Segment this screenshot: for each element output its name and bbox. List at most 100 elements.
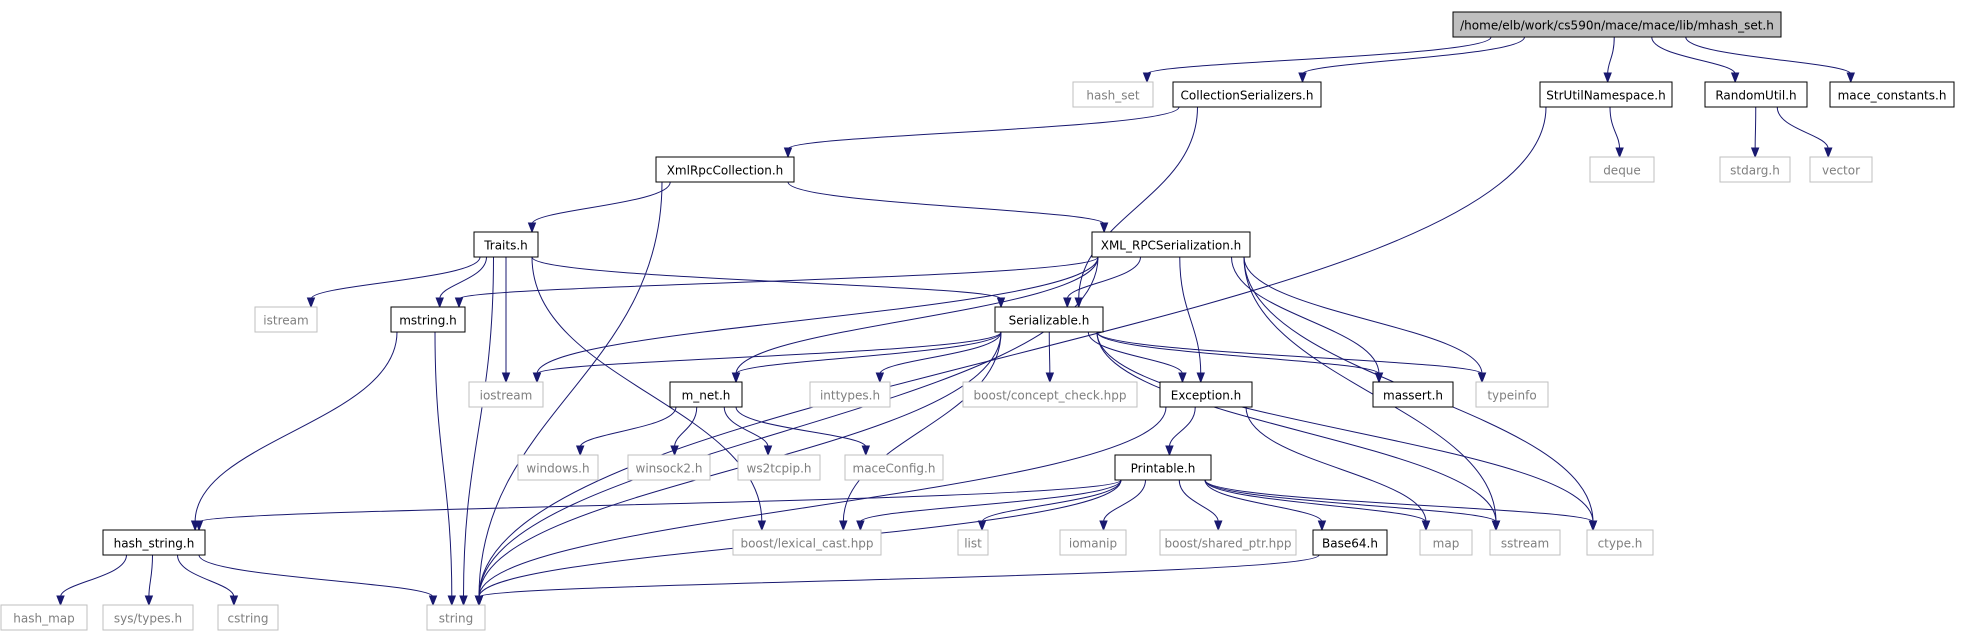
edge-Base64-to-string — [478, 554, 1320, 598]
node-lexical_cast: boost/lexical_cast.hpp — [732, 529, 882, 556]
node-string: string — [426, 604, 486, 631]
edge-arrowhead-hash_string-to-hash_map — [56, 595, 65, 607]
node-mstring[interactable]: mstring.h — [390, 306, 466, 333]
node-box-XmlRpcCollection — [655, 156, 795, 183]
node-box-sys_types — [102, 604, 194, 631]
edge-arrowhead-XmlRpcCollection-to-XML_RPCSerialization — [1099, 222, 1109, 234]
edge-arrowhead-mhash_set-to-mace_constants — [1846, 72, 1855, 84]
edge-RandomUtil-to-vector — [1776, 106, 1829, 150]
edge-m_net-to-windows — [579, 406, 677, 448]
node-box-string — [426, 604, 486, 631]
edge-arrowhead-XML_RPCSerialization-to-mstring — [454, 297, 464, 309]
edge-XML_RPCSerialization-to-m_net — [735, 256, 1099, 375]
node-box-vector — [1809, 156, 1873, 183]
edge-XmlRpcCollection-to-string — [478, 181, 663, 598]
node-box-shared_ptr — [1159, 529, 1297, 556]
node-massert[interactable]: massert.h — [1372, 381, 1454, 408]
node-label-cstring: cstring — [227, 612, 268, 626]
edge-Serializable-to-inttypes — [879, 331, 1002, 375]
node-label-mhash_set: /home/elb/work/cs590n/mace/mace/lib/mhas… — [1460, 19, 1774, 33]
node-mace_constants[interactable]: mace_constants.h — [1829, 81, 1955, 108]
edge-hash_string-to-string — [198, 554, 434, 598]
node-list: list — [957, 529, 989, 556]
node-RandomUtil[interactable]: RandomUtil.h — [1704, 81, 1808, 108]
node-Serializable[interactable]: Serializable.h — [994, 306, 1104, 333]
edge-arrowhead-Serializable-to-m_net — [731, 372, 741, 384]
edge-arrowhead-XML_RPCSerialization-to-Serializable — [1063, 297, 1072, 309]
edge-Serializable-to-ctype — [1096, 331, 1594, 523]
edge-Serializable-to-m_net — [735, 331, 1002, 375]
node-box-sstream — [1489, 529, 1561, 556]
node-Traits[interactable]: Traits.h — [473, 231, 539, 258]
edge-arrowhead-m_net-to-maceConfig — [861, 445, 871, 457]
edge-Traits-to-Serializable — [531, 256, 1002, 300]
edge-arrowhead-Printable-to-lexical_cast — [856, 520, 865, 532]
node-sstream: sstream — [1489, 529, 1561, 556]
edge-Printable-to-list — [981, 479, 1122, 523]
node-hash_map: hash_map — [0, 604, 88, 631]
edge-arrowhead-Serializable-to-massert — [1374, 372, 1384, 384]
edge-Serializable-to-lexical_cast — [842, 331, 1002, 523]
edge-XML_RPCSerialization-to-sstream — [1243, 256, 1497, 523]
edge-arrowhead-mhash_set-to-RandomUtil — [1730, 72, 1740, 84]
edge-arrowhead-m_net-to-winsock2 — [670, 445, 679, 457]
edge-mhash_set-to-hash_set — [1146, 36, 1492, 75]
node-ws2tcpip: ws2tcpip.h — [737, 454, 821, 481]
node-box-winsock2 — [627, 454, 711, 481]
edge-Serializable-to-iostream — [536, 331, 1002, 375]
edge-XML_RPCSerialization-to-iostream — [536, 256, 1099, 375]
node-label-maceConfig: maceConfig.h — [853, 462, 936, 476]
node-label-m_net: m_net.h — [682, 389, 731, 403]
node-ctype: ctype.h — [1586, 529, 1654, 556]
node-Printable[interactable]: Printable.h — [1114, 454, 1212, 481]
edge-mstring-to-string — [434, 331, 453, 598]
node-box-Base64 — [1312, 529, 1388, 556]
node-CollectionSerializers[interactable]: CollectionSerializers.h — [1172, 81, 1322, 108]
node-label-massert: massert.h — [1383, 389, 1443, 403]
node-label-deque: deque — [1603, 164, 1641, 178]
edge-arrowhead-Printable-to-shared_ptr — [1214, 520, 1223, 532]
node-label-Base64: Base64.h — [1322, 537, 1378, 551]
node-label-XML_RPCSerialization: XML_RPCSerialization.h — [1101, 239, 1242, 253]
node-box-RandomUtil — [1704, 81, 1808, 108]
node-mhash_set[interactable]: /home/elb/work/cs590n/mace/mace/lib/mhas… — [1452, 11, 1782, 38]
node-m_net[interactable]: m_net.h — [669, 381, 743, 408]
edge-Printable-to-sstream — [1204, 479, 1497, 523]
node-typeinfo: typeinfo — [1475, 381, 1549, 408]
edge-mhash_set-to-StrUtilNamespace — [1607, 36, 1615, 75]
node-box-mhash_set — [1452, 11, 1782, 38]
edge-arrowhead-mhash_set-to-CollectionSerializers — [1298, 72, 1307, 84]
edge-arrowhead-Printable-to-sstream — [1491, 520, 1501, 532]
node-label-ctype: ctype.h — [1598, 537, 1643, 551]
edge-XML_RPCSerialization-to-massert — [1231, 256, 1380, 375]
node-inttypes: inttypes.h — [809, 381, 891, 408]
node-deque: deque — [1589, 156, 1655, 183]
edge-arrowhead-Serializable-to-Exception — [1178, 372, 1187, 384]
node-maceConfig: maceConfig.h — [844, 454, 944, 481]
node-box-typeinfo — [1475, 381, 1549, 408]
edge-arrowhead-Exception-to-Printable — [1165, 445, 1174, 457]
node-label-hash_string: hash_string.h — [114, 537, 195, 551]
edge-arrowhead-mstring-to-string — [447, 595, 457, 607]
node-XmlRpcCollection[interactable]: XmlRpcCollection.h — [655, 156, 795, 183]
node-XML_RPCSerialization[interactable]: XML_RPCSerialization.h — [1091, 231, 1251, 258]
node-label-hash_set: hash_set — [1086, 89, 1139, 103]
node-box-list — [957, 529, 989, 556]
node-Base64[interactable]: Base64.h — [1312, 529, 1388, 556]
edge-arrowhead-Serializable-to-inttypes — [875, 372, 885, 384]
node-StrUtilNamespace[interactable]: StrUtilNamespace.h — [1539, 81, 1673, 108]
edge-Traits-to-istream — [310, 256, 481, 300]
edge-arrowhead-XML_RPCSerialization-to-Exception — [1196, 372, 1205, 384]
edge-arrowhead-Traits-to-lexical_cast — [757, 520, 767, 532]
edge-hash_string-to-sys_types — [148, 554, 153, 598]
node-hash_string[interactable]: hash_string.h — [102, 529, 206, 556]
edge-arrowhead-mhash_set-to-StrUtilNamespace — [1603, 72, 1612, 84]
node-Exception[interactable]: Exception.h — [1159, 381, 1253, 408]
edge-CollectionSerializers-to-XmlRpcCollection — [787, 106, 1180, 150]
edge-arrowhead-Printable-to-list — [977, 520, 987, 532]
node-concept_check: boost/concept_check.hpp — [962, 381, 1138, 408]
node-label-sys_types: sys/types.h — [114, 612, 182, 626]
node-label-map: map — [1433, 537, 1460, 551]
edge-arrowhead-Traits-to-mstring — [435, 297, 444, 309]
